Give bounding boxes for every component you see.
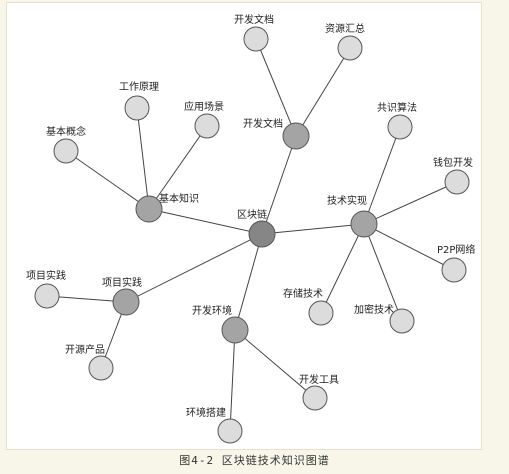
- node-xmsj: 项目实践: [26, 269, 66, 309]
- node-label-ccjs: 存储技术: [283, 287, 323, 300]
- node-circle-qbkf: [444, 169, 470, 195]
- edge-huanjing-hjdj: [229, 329, 236, 432]
- node-label-center: 区块链: [237, 208, 267, 221]
- node-zyhz: 资源汇总: [325, 22, 365, 61]
- node-label-xiangmu: 项目实践: [102, 276, 142, 289]
- node-circle-hjdj: [217, 418, 243, 444]
- node-circle-center: [248, 220, 276, 248]
- node-kfgj: 开发工具: [299, 373, 339, 411]
- knowledge-graph: 区块链开发文档技术实现基本知识项目实践开发环境开发文档资源汇总工作原理应用场景基…: [26, 13, 475, 444]
- node-circle-jmjs: [389, 308, 415, 334]
- node-label-gzyl: 工作原理: [119, 81, 159, 93]
- edge-jishu-jmjs: [363, 223, 403, 322]
- figure-caption: 图4-2 区块链技术知识图谱: [179, 454, 330, 467]
- diagram-frame: 区块链开发文档技术实现基本知识项目实践开发环境开发文档资源汇总工作原理应用场景基…: [6, 2, 482, 450]
- node-label-qbkf: 钱包开发: [433, 156, 473, 169]
- node-circle-xmsj: [34, 283, 60, 309]
- node-kd1: 开发文档: [234, 13, 274, 52]
- node-label-jbgn: 基本概念: [46, 125, 86, 138]
- node-xiangmu: 项目实践: [102, 276, 142, 316]
- node-qbkf: 钱包开发: [433, 156, 473, 195]
- node-circle-p2p: [441, 257, 467, 283]
- edge-jishu-ccjs: [320, 223, 365, 314]
- node-p2p: P2P网络: [437, 243, 475, 283]
- node-label-kycp: 开源产品: [65, 343, 105, 356]
- node-circle-ccjs: [308, 300, 334, 326]
- edge-center-jiben: [148, 208, 263, 235]
- node-circle-jishu: [350, 210, 378, 238]
- node-circle-kfgj: [302, 385, 328, 411]
- node-label-p2p: P2P网络: [437, 243, 475, 256]
- node-gssf: 共识算法: [377, 101, 417, 140]
- edge-jiben-jbgn: [65, 150, 150, 210]
- node-center: 区块链: [237, 208, 276, 248]
- nodes-layer: 区块链开发文档技术实现基本知识项目实践开发环境开发文档资源汇总工作原理应用场景基…: [26, 13, 475, 444]
- edge-jishu-gssf: [363, 126, 401, 225]
- node-label-hjdj: 环境搭建: [186, 406, 226, 419]
- node-circle-kaifa: [282, 122, 310, 150]
- edge-jishu-p2p: [363, 223, 455, 271]
- node-gzyl: 工作原理: [119, 81, 159, 121]
- node-circle-huanjing: [221, 316, 249, 344]
- edge-jishu-qbkf: [363, 181, 458, 225]
- node-circle-xiangmu: [112, 288, 140, 316]
- edge-kaifa-zyhz: [295, 47, 351, 137]
- node-circle-kycp: [88, 355, 114, 381]
- node-label-zyhz: 资源汇总: [325, 22, 365, 35]
- node-jmjs: 加密技术: [354, 303, 415, 334]
- edge-center-huanjing: [234, 233, 263, 331]
- node-label-jiben: 基本知识: [159, 192, 199, 205]
- node-circle-jbgn: [53, 138, 79, 164]
- node-hjdj: 环境搭建: [186, 406, 243, 444]
- node-kaifa: 开发文档: [243, 117, 310, 150]
- edge-center-xiangmu: [125, 233, 263, 303]
- node-label-kd1: 开发文档: [234, 13, 274, 26]
- node-circle-gzyl: [124, 95, 150, 121]
- node-label-yycj: 应用场景: [184, 100, 224, 113]
- node-kycp: 开源产品: [65, 343, 114, 381]
- edge-center-kaifa: [261, 135, 297, 235]
- node-huanjing: 开发环境: [192, 304, 249, 344]
- edge-huanjing-kfgj: [234, 329, 316, 399]
- node-label-kaifa: 开发文档: [243, 117, 283, 130]
- edge-jiben-yycj: [148, 125, 208, 210]
- node-circle-jiben: [135, 195, 163, 223]
- node-circle-gssf: [387, 114, 413, 140]
- node-yycj: 应用场景: [184, 100, 224, 139]
- node-circle-zyhz: [337, 35, 363, 61]
- node-label-jmjs: 加密技术: [354, 303, 394, 316]
- node-label-xmsj: 项目实践: [26, 269, 66, 282]
- node-ccjs: 存储技术: [283, 287, 334, 326]
- node-circle-yycj: [194, 113, 220, 139]
- edge-kaifa-kd1: [255, 38, 297, 137]
- edges-layer: [46, 38, 458, 432]
- edge-center-jishu: [261, 223, 365, 235]
- node-jbgn: 基本概念: [46, 125, 86, 164]
- node-label-gssf: 共识算法: [377, 101, 417, 114]
- node-circle-kd1: [243, 26, 269, 52]
- node-label-jishu: 技术实现: [327, 194, 367, 207]
- node-jiben: 基本知识: [135, 192, 199, 223]
- edge-jiben-gzyl: [136, 107, 150, 210]
- node-jishu: 技术实现: [327, 194, 378, 238]
- node-label-huanjing: 开发环境: [192, 304, 232, 317]
- node-label-kfgj: 开发工具: [299, 373, 339, 386]
